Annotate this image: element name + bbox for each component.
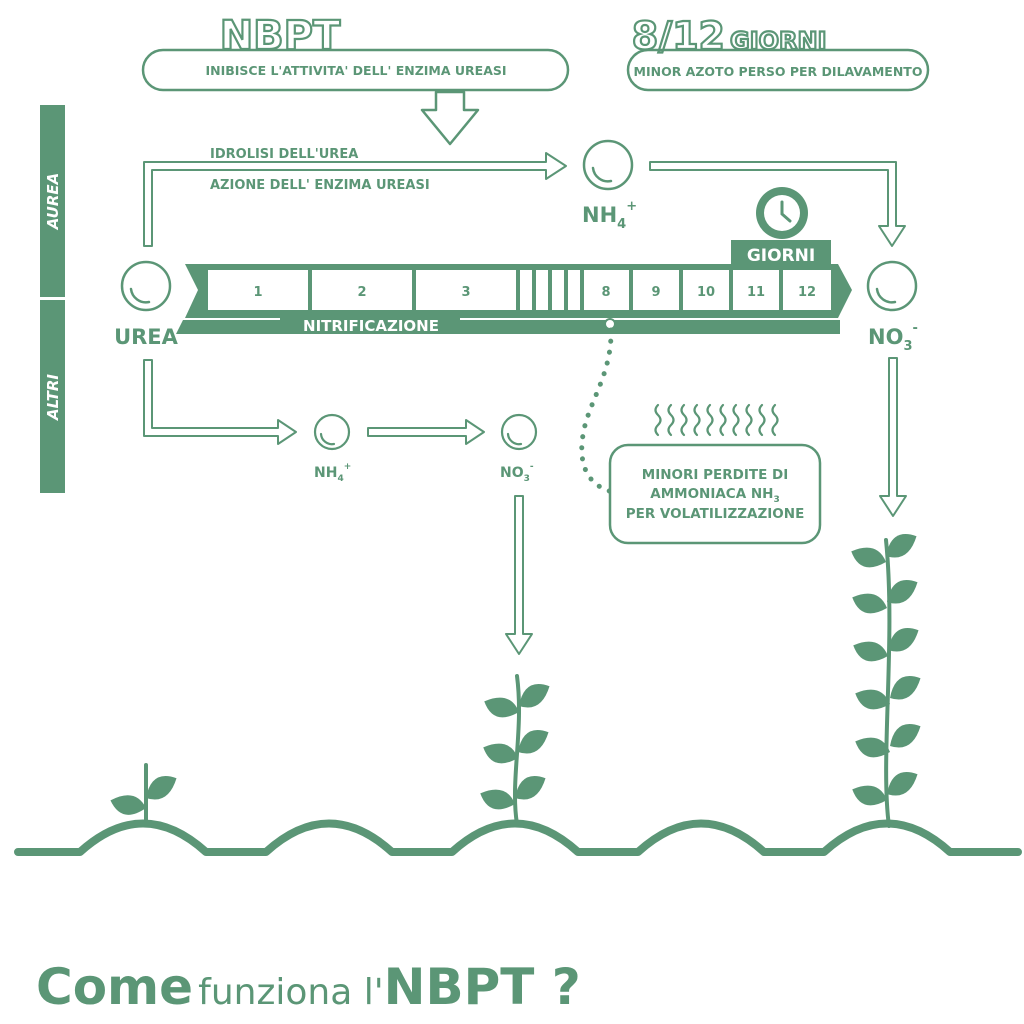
svg-text:9: 9 (651, 285, 660, 300)
svg-text:3: 3 (461, 285, 470, 300)
nh4-molecule-top (582, 139, 634, 191)
giorni-label: GIORNI (747, 246, 815, 266)
day-cell-gap (520, 270, 580, 310)
sprout-plant (107, 763, 182, 826)
footer-normal-text: funziona l' (198, 972, 384, 1013)
arrow-to-nh4-top (143, 152, 567, 247)
urea-molecule (120, 260, 172, 312)
day-cell-9: 9 (633, 270, 679, 310)
flow-text-azione: AZIONE DELL' ENZIMA UREASI (210, 178, 430, 193)
urea-label: UREA (114, 325, 179, 349)
day-cell-11: 11 (733, 270, 779, 310)
arrow-to-medium-plant (505, 495, 533, 655)
days-number: 8/12 (632, 14, 725, 58)
nh4-top-label: NH4+ (582, 199, 637, 232)
day-cell-1: 1 (208, 270, 308, 310)
nitrificazione-label: NITRIFICAZIONE (303, 317, 439, 335)
timeline-marker (604, 318, 616, 330)
nitrificazione-band (176, 320, 840, 334)
side-bar-aurea (40, 105, 65, 297)
no3-molecule-bottom (500, 413, 538, 451)
day-cell-2: 2 (312, 270, 412, 310)
arrow-to-no3-bottom (367, 419, 485, 445)
svg-text:10: 10 (697, 285, 715, 300)
nbpt-box (141, 48, 570, 92)
svg-text:1: 1 (253, 285, 262, 300)
ground-line (14, 819, 1022, 856)
day-cell-10: 10 (683, 270, 729, 310)
flow-text-idrolisi: IDROLISI DELL'UREA (210, 147, 358, 162)
vapor-icon (654, 403, 779, 437)
nbpt-box-text: INIBISCE L'ATTIVITA' DELL' ENZIMA UREASI (205, 63, 506, 78)
down-arrow-icon (420, 90, 480, 146)
no3-right-label: NO3- (868, 321, 918, 354)
nh4-bottom-label: NH4+ (314, 462, 351, 484)
volatilization-line2: AMMONIACA NH3 (650, 486, 779, 505)
day-cell-12: 12 (783, 270, 831, 310)
svg-text:2: 2 (357, 285, 366, 300)
day-cell-3: 3 (416, 270, 516, 310)
side-label-altri: ALTRI (44, 374, 62, 421)
footer-title: Come funziona l'NBPT ? (36, 958, 581, 1016)
dotted-path (579, 327, 616, 495)
medium-plant (476, 674, 555, 826)
clock-icon (756, 187, 808, 239)
arrow-to-nh4-bottom (143, 359, 297, 445)
svg-text:11: 11 (747, 285, 765, 300)
no3-molecule-right (866, 260, 918, 312)
svg-text:8: 8 (601, 285, 610, 300)
no3-bottom-label: NO3- (500, 462, 534, 484)
arrow-to-tall-plant (879, 357, 907, 517)
day-cell-8: 8 (584, 270, 629, 310)
footer-bold-nbpt: NBPT ? (383, 958, 581, 1016)
volatilization-line3: PER VOLATILIZZAZIONE (626, 506, 805, 522)
svg-text:12: 12 (798, 285, 816, 300)
giorni-tab (731, 240, 831, 268)
days-box (626, 48, 930, 92)
side-bar-altri (40, 300, 65, 493)
volatilization-box (608, 443, 822, 545)
arrow-to-no3-right (649, 161, 906, 247)
days-box-text: MINOR AZOTO PERSO PER DILAVAMENTO (634, 64, 923, 79)
nbpt-heading: NBPT (220, 13, 341, 59)
side-label-aurea: AUREA (44, 173, 62, 231)
footer-bold-come: Come (36, 958, 194, 1016)
volatilization-line1: MINORI PERDITE DI (642, 467, 788, 483)
nh4-molecule-bottom (313, 413, 351, 451)
tall-plant (847, 528, 926, 828)
